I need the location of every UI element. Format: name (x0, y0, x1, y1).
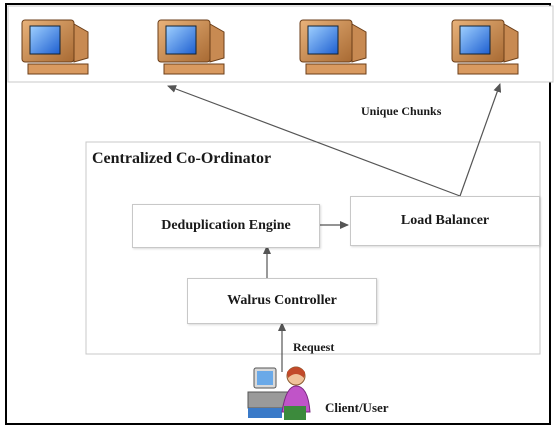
arrow-to-computer-4 (459, 83, 502, 197)
walrus-controller-label: Walrus Controller (227, 293, 337, 308)
deduplication-engine-box: Deduplication Engine (132, 204, 320, 248)
load-balancer-box: Load Balancer (350, 196, 540, 246)
outer-border (5, 3, 551, 425)
load-balancer-label: Load Balancer (400, 213, 490, 228)
request-label: Request (293, 340, 335, 354)
coordinator-container (85, 141, 541, 355)
computer-icon (299, 19, 367, 75)
walrus-controller-box: Walrus Controller (187, 278, 377, 324)
person-at-computer-icon (247, 366, 311, 420)
computer-icon (157, 19, 225, 75)
computer-icon (451, 19, 519, 75)
deduplication-engine-label: Deduplication Engine (161, 218, 291, 233)
client-label: Client/User (325, 400, 389, 415)
unique-chunks-label: Unique Chunks (361, 104, 442, 118)
arrow-to-computer-1 (167, 85, 461, 197)
computer-icon (21, 19, 89, 75)
coordinator-title: Centralized Co-Ordinator (92, 150, 272, 167)
